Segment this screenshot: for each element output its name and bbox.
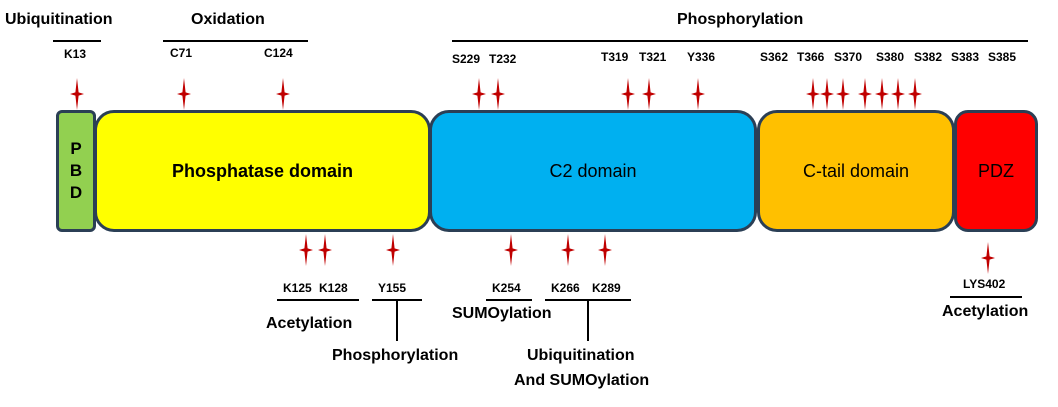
- site-s385: S385: [988, 50, 1017, 64]
- c2-domain: C2 domain: [429, 110, 757, 232]
- four-point-star-icon: [491, 78, 505, 110]
- site-k128: K128: [319, 281, 348, 295]
- acetylation-bar: [277, 299, 359, 301]
- pbd-letter-d: D: [69, 183, 83, 202]
- pbd-domain: P B D: [56, 110, 96, 232]
- site-t366: T366: [797, 50, 825, 64]
- site-s362: S362: [760, 50, 789, 64]
- four-point-star-icon: [621, 78, 635, 110]
- phosphorylation-top-title: Phosphorylation: [677, 11, 804, 28]
- site-t319: T319: [601, 50, 629, 64]
- ubi-sumo-connector: [587, 299, 589, 341]
- ubiquitination-title: Ubiquitination: [5, 11, 113, 28]
- four-point-star-icon: [691, 78, 705, 110]
- sumoylation-title: SUMOylation: [452, 305, 552, 322]
- four-point-star-icon: [981, 242, 995, 274]
- four-point-star-icon: [318, 234, 332, 266]
- four-point-star-icon: [472, 78, 486, 110]
- four-point-star-icon: [70, 78, 84, 110]
- site-k266: K266: [551, 281, 580, 295]
- site-k125: K125: [283, 281, 312, 295]
- c2-domain-label: C2 domain: [549, 160, 637, 181]
- site-s380: S380: [876, 50, 905, 64]
- acetylation-title: Acetylation: [266, 315, 353, 332]
- site-k289: K289: [592, 281, 621, 295]
- site-c71: C71: [170, 46, 193, 60]
- site-s229: S229: [452, 52, 481, 66]
- four-point-star-icon: [299, 234, 313, 266]
- phosphatase-domain-label: Phosphatase domain: [171, 160, 354, 181]
- four-point-star-icon: [642, 78, 656, 110]
- four-point-star-icon: [836, 78, 850, 110]
- ubiquitination-bar: [53, 40, 101, 42]
- pdz-domain: PDZ: [954, 110, 1038, 232]
- pbd-letter-p: P: [70, 139, 82, 158]
- site-lys402: LYS402: [963, 277, 1006, 291]
- site-y155: Y155: [378, 281, 407, 295]
- sumoylation-bar: [486, 299, 532, 301]
- ubi-sumo-title-line1: Ubiquitination: [527, 347, 635, 364]
- pdz-acetylation-bar: [950, 296, 1022, 298]
- four-point-star-icon: [386, 234, 400, 266]
- four-point-star-icon: [858, 78, 872, 110]
- pdz-acetylation-title: Acetylation: [942, 303, 1029, 320]
- pdz-domain-label: PDZ: [978, 160, 1014, 181]
- four-point-star-icon: [561, 234, 575, 266]
- four-point-star-icon: [875, 78, 889, 110]
- y155-connector: [396, 299, 398, 341]
- site-c124: C124: [264, 46, 293, 60]
- oxidation-bar: [163, 40, 308, 42]
- phosphorylation-top-bar: [452, 40, 1028, 42]
- four-point-star-icon: [598, 234, 612, 266]
- ctail-domain: C-tail domain: [757, 110, 955, 232]
- four-point-star-icon: [806, 78, 820, 110]
- site-t232: T232: [489, 52, 517, 66]
- phosphorylation-bottom-title: Phosphorylation: [332, 347, 459, 364]
- site-y336: Y336: [687, 50, 716, 64]
- four-point-star-icon: [276, 78, 290, 110]
- site-s383: S383: [951, 50, 980, 64]
- ubi-sumo-title-line2: And SUMOylation: [514, 372, 650, 389]
- site-t321: T321: [639, 50, 667, 64]
- four-point-star-icon: [504, 234, 518, 266]
- four-point-star-icon: [820, 78, 834, 110]
- pbd-letter-b: B: [69, 161, 83, 180]
- four-point-star-icon: [908, 78, 922, 110]
- site-s382: S382: [914, 50, 943, 64]
- four-point-star-icon: [891, 78, 905, 110]
- site-s370: S370: [834, 50, 863, 64]
- ctail-domain-label: C-tail domain: [802, 160, 910, 181]
- site-k254: K254: [492, 281, 521, 295]
- four-point-star-icon: [177, 78, 191, 110]
- oxidation-title: Oxidation: [191, 11, 265, 28]
- phosphatase-domain: Phosphatase domain: [94, 110, 431, 232]
- site-k13: K13: [64, 47, 87, 61]
